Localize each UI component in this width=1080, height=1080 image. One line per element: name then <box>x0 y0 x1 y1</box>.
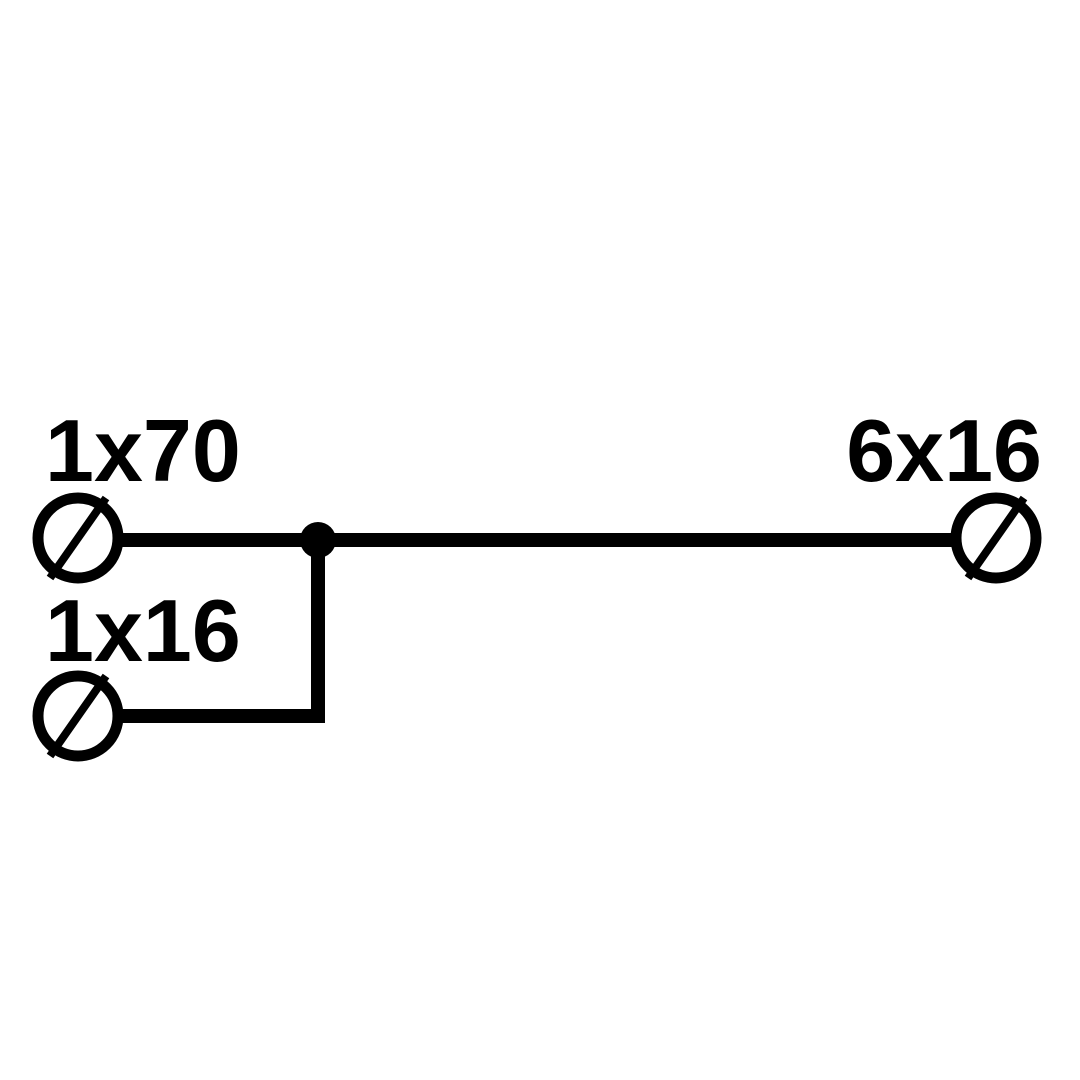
label-6x16: 6x16 <box>846 401 1042 500</box>
terminal-6x16 <box>950 492 1042 584</box>
branch-wire <box>116 540 325 723</box>
junction-dot <box>300 522 336 558</box>
label-1x16: 1x16 <box>45 581 241 680</box>
terminal-slash-icon <box>46 495 110 581</box>
terminal-slash-icon <box>46 673 110 759</box>
terminal-slash-icon <box>964 495 1028 581</box>
terminal-1x70 <box>32 492 124 584</box>
terminal-1x16 <box>32 670 124 762</box>
label-1x70: 1x70 <box>45 401 241 500</box>
